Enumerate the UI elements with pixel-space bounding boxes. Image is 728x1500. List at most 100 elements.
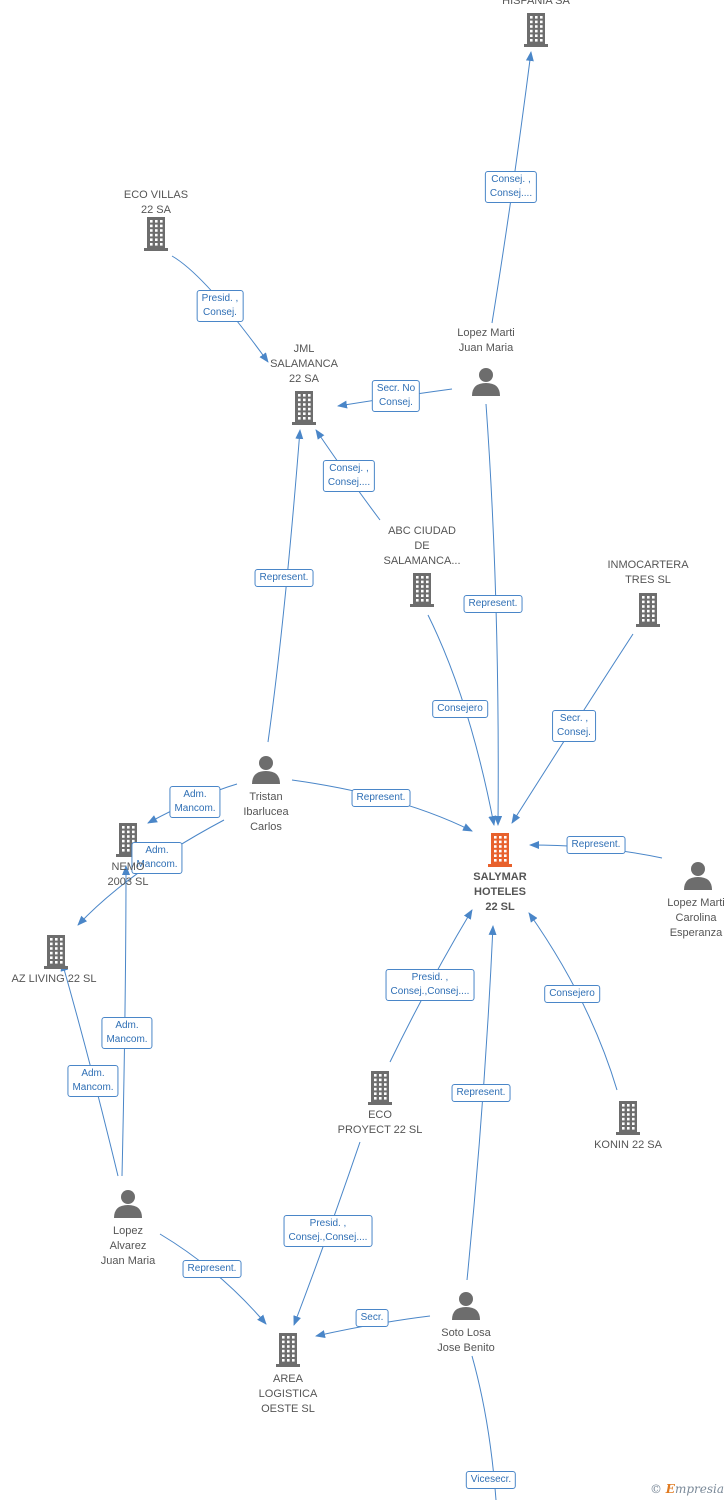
building-icon-inmocartera[interactable] [636, 593, 660, 627]
edge-label-lopezalvarez-azliving[interactable]: Adm. Mancom. [67, 1065, 119, 1097]
edge-label-tristan-salymar[interactable]: Represent. [351, 789, 411, 807]
edge-label-inmocartera-salymar[interactable]: Secr. ,Consej. [552, 710, 596, 742]
edge-label-ecovillas-jml[interactable]: Presid. , Consej. [196, 290, 244, 322]
edge-label-lopezalvarez-nemo[interactable]: Adm.Mancom. [101, 1017, 153, 1049]
brand-name: mpresia [674, 1482, 724, 1496]
node-label-line: SALAMANCA [270, 358, 338, 370]
edge-label-line: Represent. [187, 1263, 237, 1274]
node-label-line: ABC CIUDAD [388, 525, 456, 537]
person-icon-soto[interactable] [452, 1292, 480, 1320]
edge-label-ecoproyect-area[interactable]: Presid. ,Consej.,Consej.... [283, 1215, 373, 1247]
edge-label-line: Consej. [557, 727, 591, 738]
edge-lopezalvarez-azliving [60, 961, 119, 1177]
building-icon-azliving[interactable] [44, 935, 68, 969]
node-label-line: ECO VILLAS [123, 189, 189, 201]
edge-label-konin-salymar[interactable]: Consejero [544, 985, 600, 1003]
building-icon-jml[interactable] [292, 391, 316, 425]
node-label-line: AREA [273, 1373, 303, 1385]
edge-label-line: Presid. , [201, 293, 239, 304]
edge-label-lopezmarti-hispania[interactable]: Consej. ,Consej.... [484, 171, 538, 203]
edge-label-line: Mancom. [72, 1082, 114, 1093]
person-icon-lopezmarti[interactable] [472, 368, 500, 396]
node-label-line: Alvarez [109, 1240, 147, 1252]
node-label-line: KONIN 22 SA [594, 1139, 662, 1151]
node-label-line: SALAMANCA... [383, 555, 461, 567]
node-label-line: JML [293, 343, 315, 355]
edge-label-abc-jml[interactable]: Consej. ,Consej.... [322, 460, 376, 492]
edge-label-line: Consej. , [491, 174, 531, 185]
node-label-line: 22 SA [289, 373, 319, 385]
node-label-line: Lopez Marti [667, 897, 725, 909]
person-icon-carolina[interactable] [684, 862, 712, 890]
edge-label-line: Represent. [259, 572, 309, 583]
node-label-line: TRES SL [625, 574, 671, 586]
edge-label-soto-offscreen[interactable]: Vicesecr. [465, 1471, 517, 1489]
node-label-line: Juan Maria [458, 342, 514, 354]
edges-layer [60, 51, 663, 1500]
edge-label-line: Mancom. [106, 1034, 148, 1045]
node-label-inmocartera[interactable]: INMOCARTERA TRES SL [607, 558, 688, 588]
building-icon-abc[interactable] [410, 573, 434, 607]
edge-label-ecoproyect-salymar[interactable]: Presid. ,Consej.,Consej.... [385, 969, 475, 1001]
edge-label-line: Adm. [81, 1068, 105, 1079]
edge-label-line: Consejero [549, 988, 595, 999]
edge-label-soto-salymar[interactable]: Represent. [451, 1084, 511, 1102]
node-label-ecovillas[interactable]: ECO VILLAS 22 SA [124, 188, 188, 218]
node-label-line: Carlos [250, 821, 282, 833]
empresia-brand[interactable]: © Empresia [650, 1482, 724, 1496]
nodes-layer [44, 13, 712, 1367]
node-label-azliving[interactable]: AZ LIVING 22 SL [12, 972, 97, 987]
edge-label-line: Mancom. [136, 859, 178, 870]
building-icon-ecovillas[interactable] [144, 217, 168, 251]
node-label-line: Esperanza [669, 927, 723, 939]
node-label-hispania[interactable]: HISPANIA SA [502, 0, 570, 9]
building-icon-salymar[interactable] [488, 833, 512, 867]
node-label-line: Carolina [675, 912, 717, 924]
edge-label-line: Secr. [360, 1312, 384, 1323]
node-label-line: Ibarlucea [243, 806, 289, 818]
edge-label-line: Consejero [437, 703, 483, 714]
edge-label-tristan-nemo[interactable]: Adm.Mancom. [169, 786, 221, 818]
edge-label-abc-salymar[interactable]: Consejero [432, 700, 488, 718]
person-icon-tristan[interactable] [252, 756, 280, 784]
node-label-line: ECO [368, 1109, 392, 1121]
node-label-konin[interactable]: KONIN 22 SA [594, 1138, 662, 1153]
building-icon-area[interactable] [276, 1333, 300, 1367]
edge-label-tristan-jml[interactable]: Represent. [254, 569, 314, 587]
edge-label-carolina-salymar[interactable]: Represent. [566, 836, 626, 854]
edge-label-line: Consej. [379, 397, 413, 408]
building-icon-hispania[interactable] [524, 13, 548, 47]
node-label-line: 2003 SL [107, 876, 149, 888]
node-label-line: AZ LIVING 22 SL [11, 973, 97, 985]
node-label-jml[interactable]: JML SALAMANCA 22 SA [270, 342, 338, 387]
edge-label-line: Represent. [456, 1087, 506, 1098]
edge-label-line: Mancom. [174, 803, 216, 814]
node-label-line: INMOCARTERA [607, 559, 689, 571]
building-icon-konin[interactable] [616, 1101, 640, 1135]
edge-label-line: Vicesecr. [470, 1474, 512, 1485]
node-label-line: 22 SA [141, 204, 171, 216]
edge-label-lopezmarti-salymar[interactable]: Represent. [463, 595, 523, 613]
edge-label-line: Consej.,Consej.... [288, 1232, 368, 1243]
person-icon-lopezalvarez[interactable] [114, 1190, 142, 1218]
edge-label-tristan-azliving[interactable]: Adm.Mancom. [131, 842, 183, 874]
edge-label-lopezalvarez-area[interactable]: Represent. [182, 1260, 242, 1278]
edge-label-line: Consej. [203, 307, 237, 318]
edge-label-line: Represent. [571, 839, 621, 850]
edge-label-soto-area[interactable]: Secr. [355, 1309, 389, 1327]
edge-lopezalvarez-area [159, 1233, 267, 1325]
copyright-symbol: © [649, 1482, 662, 1496]
building-icon-ecoproyect[interactable] [368, 1071, 392, 1105]
